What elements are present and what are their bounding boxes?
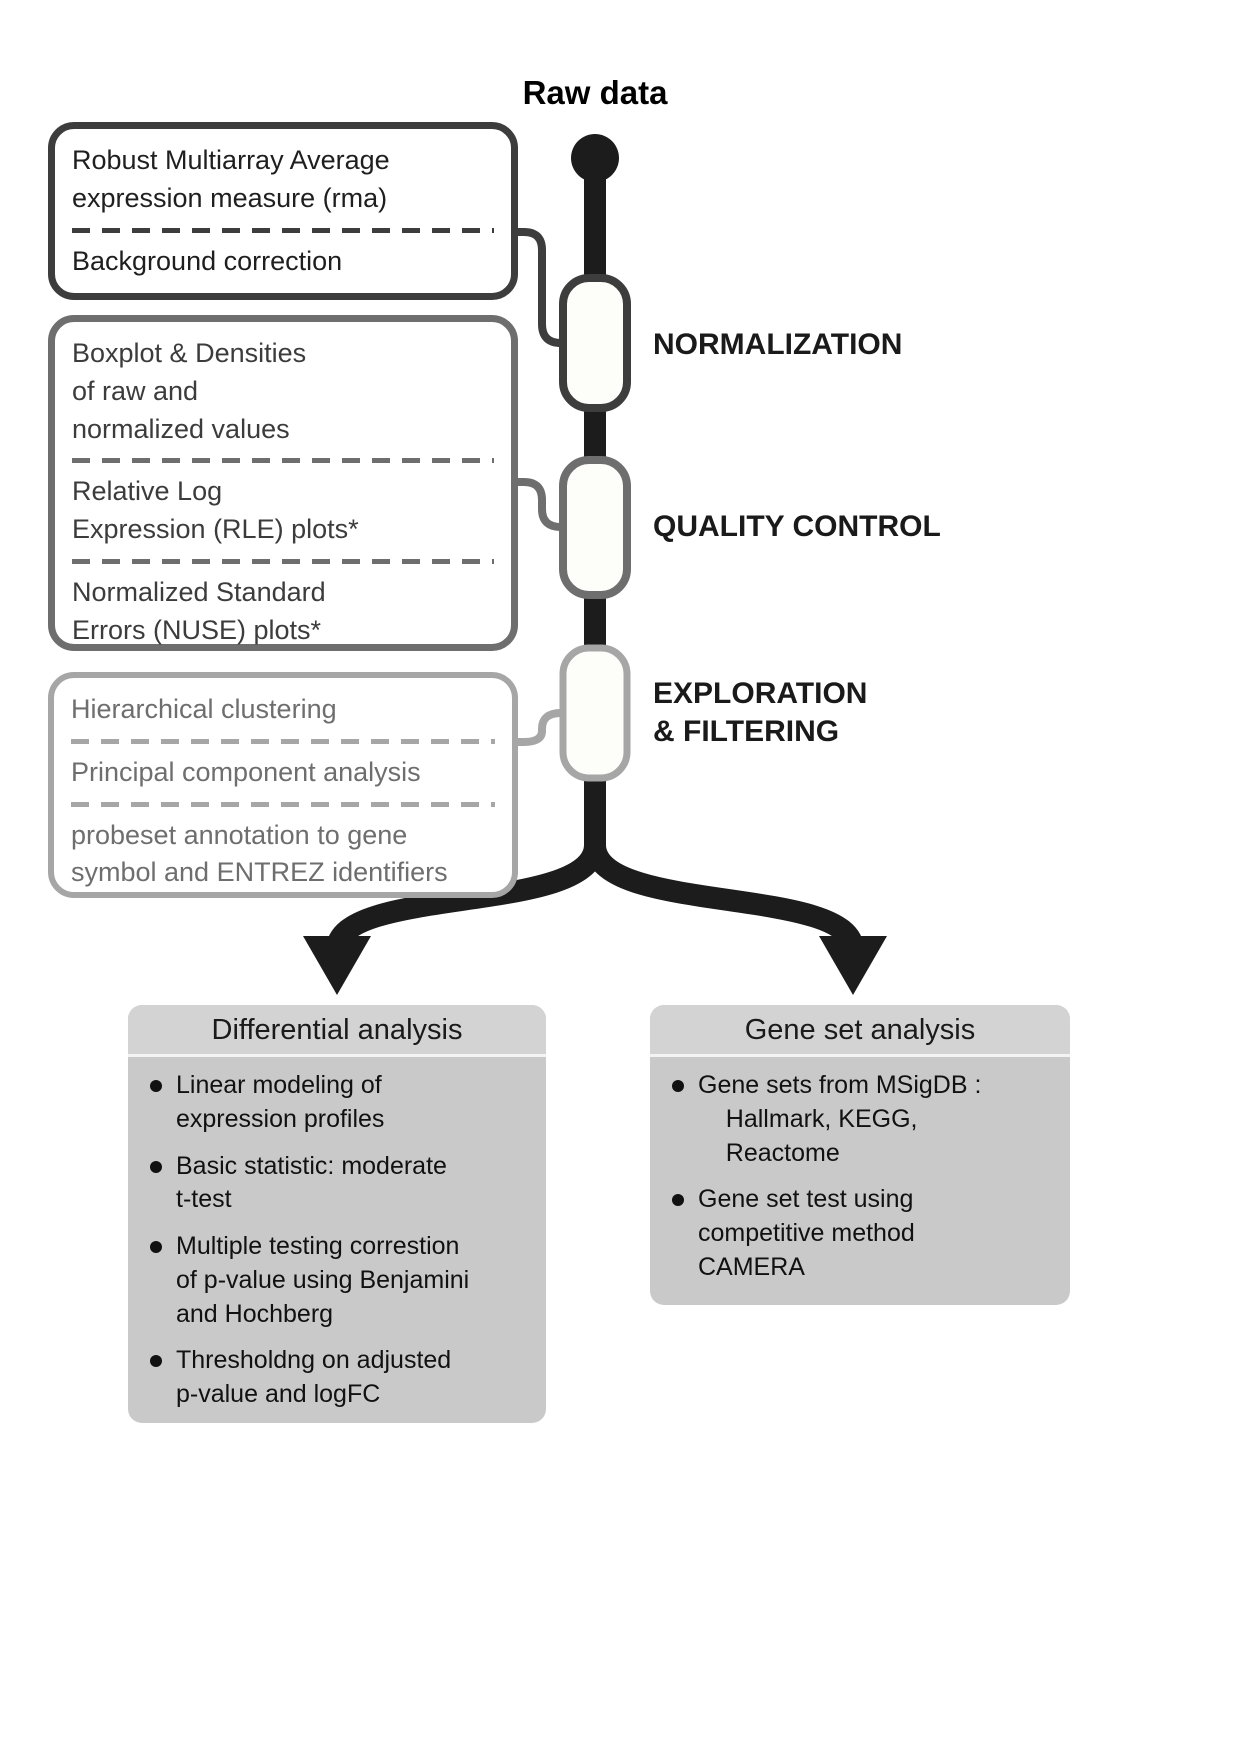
node-exploration — [559, 644, 631, 782]
connector-normalization — [510, 228, 562, 347]
list-item: Thresholdng on adjusted p-value and logF… — [150, 1344, 530, 1412]
arrowhead-left-icon — [303, 936, 371, 995]
bullet-icon — [150, 1241, 162, 1253]
branch-right — [584, 843, 864, 953]
method-item: Background correction — [72, 245, 343, 276]
raw-data-label: Raw data — [522, 74, 668, 111]
connector-exploration — [510, 709, 562, 746]
method-item: Principal component analysis — [71, 756, 421, 787]
differential-analysis-title: Differential analysis — [128, 1005, 546, 1057]
method-item: probeset annotation to gene symbol and E… — [71, 819, 448, 888]
dashed-divider — [71, 801, 495, 807]
method-item: Normalized Standard Errors (NUSE) plots* — [72, 576, 326, 645]
list-item: Linear modeling of expression profiles — [150, 1069, 530, 1137]
normalization-methods-box: Robust Multiarray Average expression mea… — [48, 122, 518, 300]
bullet-icon — [150, 1355, 162, 1368]
bullet-icon — [150, 1080, 162, 1092]
method-item: Boxplot & Densities of raw and normalize… — [72, 338, 307, 444]
node-normalization — [559, 274, 631, 412]
dashed-divider — [72, 227, 494, 233]
method-item: Hierarchical clustering — [71, 694, 337, 724]
gene-set-analysis-box: Gene set analysis Gene sets from MSigDB … — [650, 1005, 1070, 1305]
stage-label-quality-control: QUALITY CONTROL — [653, 510, 941, 543]
bullet-icon — [672, 1080, 684, 1092]
gene-set-analysis-title: Gene set analysis — [650, 1005, 1070, 1057]
list-item: Basic statistic: moderate t-test — [150, 1150, 530, 1218]
dashed-divider — [72, 458, 494, 464]
stage-label-normalization: NORMALIZATION — [653, 328, 903, 361]
dashed-divider — [72, 558, 494, 564]
list-item: Multiple testing correstion of p-value u… — [150, 1230, 530, 1331]
gene-set-analysis-list: Gene sets from MSigDB : Hallmark, KEGG, … — [650, 1069, 1070, 1285]
connector-quality-control — [510, 478, 562, 531]
bullet-icon — [150, 1160, 162, 1173]
method-item: Robust Multiarray Average expression mea… — [72, 145, 390, 213]
method-item: Relative Log Expression (RLE) plots* — [72, 476, 359, 545]
stage-label-exploration-filtering: EXPLORATION & FILTERING — [653, 677, 868, 748]
raw-data-dot — [571, 134, 619, 182]
dashed-divider — [71, 738, 495, 744]
arrowhead-right-icon — [819, 936, 887, 995]
bullet-icon — [672, 1194, 684, 1207]
branch-left — [326, 843, 606, 953]
differential-analysis-box: Differential analysis Linear modeling of… — [128, 1005, 546, 1423]
node-quality-control — [559, 456, 631, 599]
quality-control-methods-box: Boxplot & Densities of raw and normalize… — [48, 315, 518, 651]
differential-analysis-list: Linear modeling of expression profiles B… — [128, 1069, 546, 1412]
list-item: Gene sets from MSigDB : Hallmark, KEGG, … — [672, 1069, 1054, 1170]
exploration-methods-box: Hierarchical clustering Principal compon… — [48, 672, 518, 898]
list-item: Gene set test using competitive method C… — [672, 1183, 1054, 1284]
